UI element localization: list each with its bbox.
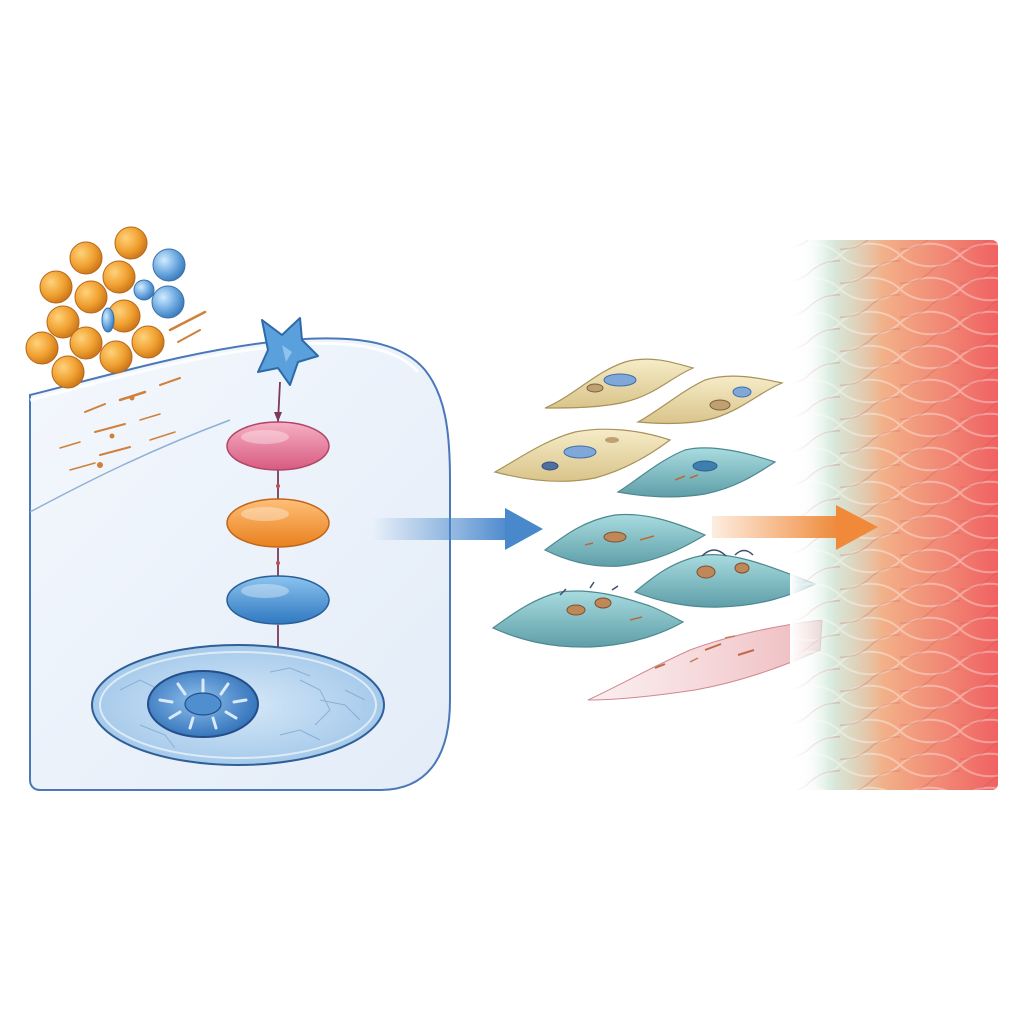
- signal-protein-pink: [226, 421, 330, 471]
- membrane-debris: [59, 310, 207, 471]
- teal-cell-1: [616, 447, 777, 498]
- inner-membrane-line: [29, 419, 231, 513]
- signal-protein-orange: [226, 498, 330, 548]
- teal-cell-3: [633, 554, 817, 608]
- connector-arrowhead: [274, 412, 282, 422]
- teal-cell-2: [543, 513, 707, 567]
- particle-cluster: [25, 226, 165, 389]
- signal-protein-blue: [226, 575, 330, 625]
- blue-transition-arrow: [372, 508, 543, 550]
- orange-transition-arrow: [712, 505, 878, 550]
- tissue-panel: [790, 240, 998, 790]
- signaling-cascade: [226, 381, 330, 692]
- blue-particles: [101, 248, 186, 333]
- nucleus-icon: [91, 644, 385, 766]
- teal-cell-4: [491, 590, 685, 648]
- differentiating-cells: [491, 358, 823, 701]
- cell-organelles: [541, 373, 755, 669]
- membrane-highlight: [29, 341, 420, 402]
- chromatin-fibers: [158, 678, 248, 730]
- star-receptor-icon: [257, 317, 319, 386]
